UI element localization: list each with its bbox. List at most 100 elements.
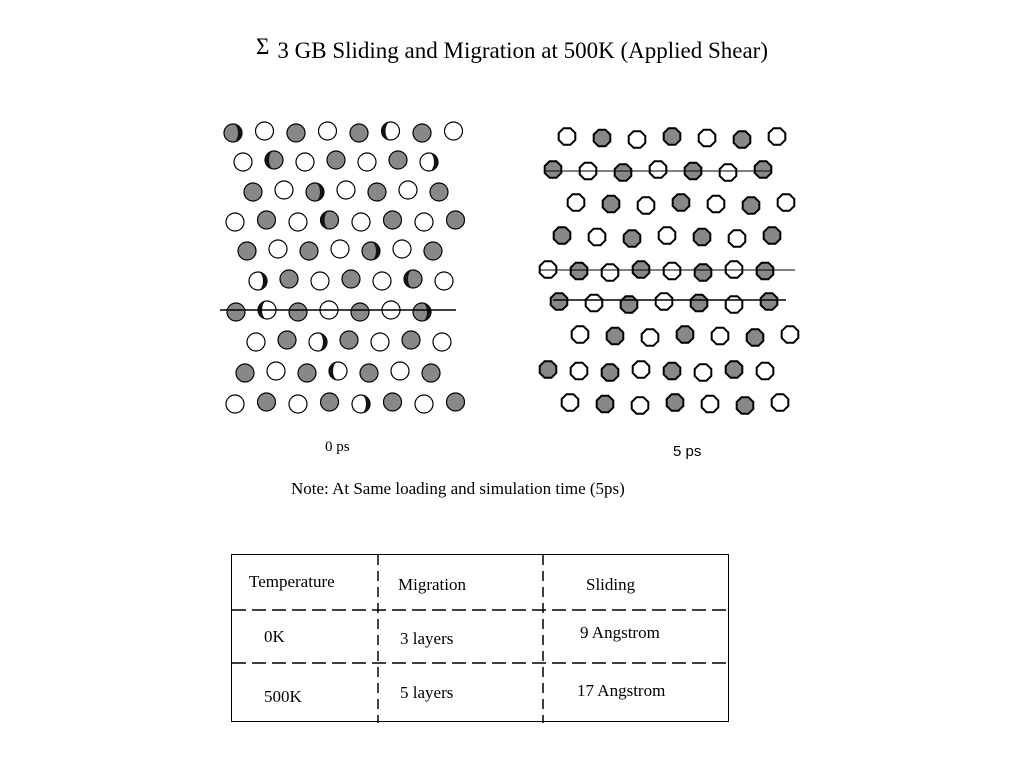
filled-atom	[305, 182, 325, 202]
filled-atom	[326, 150, 346, 170]
filled-atom	[543, 160, 563, 179]
open-atom	[557, 127, 577, 146]
open-atom	[233, 152, 253, 172]
open-atom	[225, 394, 245, 414]
filled-atom	[741, 196, 761, 215]
filled-atom	[286, 123, 306, 143]
filled-atom	[412, 302, 432, 322]
open-atom	[718, 163, 738, 182]
filled-atom	[319, 210, 340, 230]
open-atom	[443, 121, 464, 141]
open-atom	[710, 326, 730, 346]
open-atom	[434, 271, 454, 291]
open-atom	[308, 332, 328, 352]
caption-0ps: 0 ps	[325, 439, 350, 455]
filled-atom	[600, 363, 620, 382]
open-atom	[584, 293, 604, 313]
filled-atom	[319, 392, 340, 412]
filled-atom	[445, 210, 466, 230]
open-atom	[246, 332, 266, 352]
title-text: 3 GB Sliding and Migration at 500K (Appl…	[277, 38, 768, 63]
results-table: Temperature Migration Sliding 0K 3 layer…	[231, 554, 730, 723]
filled-atom	[675, 325, 695, 344]
filled-atom	[367, 182, 387, 202]
open-atom	[351, 394, 371, 414]
open-atom	[755, 361, 775, 381]
open-atom	[631, 360, 651, 379]
filled-atom	[361, 241, 381, 261]
open-atom	[700, 394, 720, 414]
open-atom	[770, 393, 790, 412]
filled-atom	[445, 392, 466, 412]
filled-atom	[299, 241, 319, 261]
open-atom	[330, 239, 350, 259]
open-atom	[288, 212, 308, 232]
open-atom	[380, 121, 401, 141]
filled-atom	[223, 123, 243, 143]
cell-temp-500k: 500K	[264, 687, 302, 706]
filled-atom	[692, 227, 712, 247]
open-atom	[636, 196, 656, 215]
filled-atom	[601, 194, 621, 214]
open-atom	[414, 394, 434, 414]
filled-atom	[693, 263, 713, 282]
sigma-symbol: Σ	[256, 34, 270, 59]
open-atom	[693, 363, 713, 382]
open-atom	[357, 152, 377, 172]
filled-atom	[595, 394, 615, 414]
open-atom	[657, 226, 677, 245]
filled-atom	[349, 123, 369, 143]
open-atom	[662, 261, 682, 281]
open-atom	[566, 193, 586, 212]
open-atom	[372, 271, 392, 291]
cell-sliding-500k: 17 Angstrom	[577, 681, 666, 700]
filled-atom	[423, 241, 443, 261]
filled-atom	[237, 241, 257, 261]
filled-atom	[538, 360, 558, 379]
header-migration: Migration	[398, 575, 466, 594]
open-atom	[727, 229, 747, 248]
open-atom	[288, 394, 308, 414]
filled-atom	[256, 210, 277, 230]
open-atom	[570, 325, 590, 344]
open-atom	[706, 194, 726, 214]
filled-atom	[341, 269, 361, 289]
filled-atom	[665, 393, 685, 412]
filled-atom	[762, 226, 782, 245]
filled-atom	[662, 127, 682, 146]
filled-atom	[388, 150, 408, 170]
slide-title: Σ 3 GB Sliding and Migration at 500K (App…	[0, 34, 1024, 64]
open-atom	[370, 332, 390, 352]
filled-atom	[724, 360, 744, 379]
open-atom	[328, 361, 348, 381]
filled-atom	[759, 292, 779, 311]
open-atom	[560, 393, 580, 412]
header-sliding: Sliding	[586, 575, 636, 594]
filled-atom	[264, 150, 284, 170]
filled-atom	[755, 261, 775, 281]
atom-diagram	[220, 121, 800, 415]
open-atom	[248, 271, 268, 291]
filled-atom	[403, 269, 423, 289]
filled-atom	[735, 396, 755, 415]
open-atom	[317, 121, 338, 141]
cell-sliding-0k: 9 Angstrom	[580, 623, 660, 642]
open-atom	[724, 295, 744, 314]
filled-atom	[279, 269, 299, 289]
open-atom	[630, 396, 650, 415]
open-atom	[432, 332, 452, 352]
filled-atom	[619, 295, 639, 314]
filled-atom	[359, 363, 379, 383]
filled-atom	[256, 392, 277, 412]
open-atom	[266, 361, 286, 381]
open-atom	[310, 271, 330, 291]
filled-atom	[288, 302, 308, 322]
filled-atom	[382, 210, 403, 230]
filled-atom	[277, 330, 297, 350]
filled-atom	[382, 392, 403, 412]
open-atom	[600, 263, 620, 282]
filled-atom	[226, 302, 246, 322]
cell-migration-0k: 3 layers	[400, 629, 454, 648]
header-temperature: Temperature	[249, 572, 335, 591]
open-atom	[697, 128, 717, 148]
